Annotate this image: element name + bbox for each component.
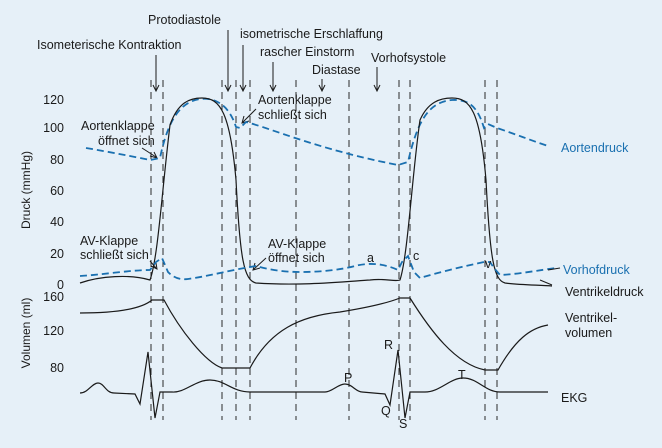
volume-tick: 160: [43, 290, 64, 304]
wave-v: v: [485, 257, 492, 271]
label-atrial-systole: Vorhofsystole: [371, 51, 446, 65]
av-opens-line1: AV-Klappe: [268, 237, 326, 251]
pressure-tick: 40: [50, 215, 64, 229]
ecg-t: T: [458, 368, 466, 382]
ecg-p: P: [344, 371, 352, 385]
aortic-closes-line2: schließt sich: [258, 108, 327, 122]
av-closes-line2: schließt sich: [80, 248, 149, 262]
wave-a: a: [367, 251, 374, 265]
label-isometric-contraction: Isometerische Kontraktion: [37, 38, 182, 52]
pressure-tick: 60: [50, 184, 64, 198]
ecg-q: Q: [381, 404, 391, 418]
label-atrial-pressure: Vorhofdruck: [563, 263, 630, 277]
valve-labels: Aortenklappe öffnet sich Aortenklappe sc…: [80, 93, 332, 271]
volume-axis-label: Volumen (ml): [19, 298, 33, 369]
av-opens-line2: öffnet sich: [268, 251, 325, 265]
label-volume-line1: Ventrikel-: [565, 311, 617, 325]
pressure-tick: 80: [50, 153, 64, 167]
pressure-axis: 120 100 80 60 40 20 0 Druck (mmHg): [19, 93, 64, 292]
ecg-s: S: [399, 417, 407, 431]
ecg-r: R: [384, 338, 393, 352]
phase-arrows: [152, 30, 381, 93]
pressure-tick: 100: [43, 121, 64, 135]
label-protodiastole: Protodiastole: [148, 13, 221, 27]
phase-lines: [150, 80, 498, 420]
label-volume-line2: volumen: [565, 326, 612, 340]
label-isometric-relaxation: isometrische Erschlaffung: [240, 27, 383, 41]
ventricular-volume-curve: [79, 297, 549, 371]
label-ventricular-pressure: Ventrikeldruck: [565, 285, 644, 299]
volume-tick: 120: [43, 324, 64, 338]
volume-tick: 80: [50, 361, 64, 375]
pressure-tick: 120: [43, 93, 64, 107]
ventricular-pressure-curve: [79, 97, 553, 287]
phase-labels: Protodiastole Isometerische Kontraktion …: [37, 13, 446, 93]
aortic-closes-line1: Aortenklappe: [258, 93, 332, 107]
ecg-curve: [79, 349, 548, 419]
aortic-opens-line2: öffnet sich: [98, 134, 155, 148]
atrial-pressure-curve: [79, 254, 557, 281]
label-aortic-pressure: Aortendruck: [561, 141, 629, 155]
pressure-axis-label: Druck (mmHg): [19, 151, 33, 229]
pressure-tick: 20: [50, 247, 64, 261]
label-diastasis: Diastase: [312, 63, 361, 77]
label-ecg: EKG: [561, 391, 587, 405]
wave-c: c: [413, 249, 419, 263]
label-rapid-inflow: rascher Einstorm: [260, 45, 354, 59]
av-closes-line1: AV-Klappe: [80, 234, 138, 248]
aortic-opens-line1: Aortenklappe: [81, 119, 155, 133]
volume-axis: 160 120 80 Volumen (ml): [19, 290, 64, 375]
aortic-pressure-curve: [85, 97, 549, 166]
pressure-tick: 0: [57, 278, 64, 292]
